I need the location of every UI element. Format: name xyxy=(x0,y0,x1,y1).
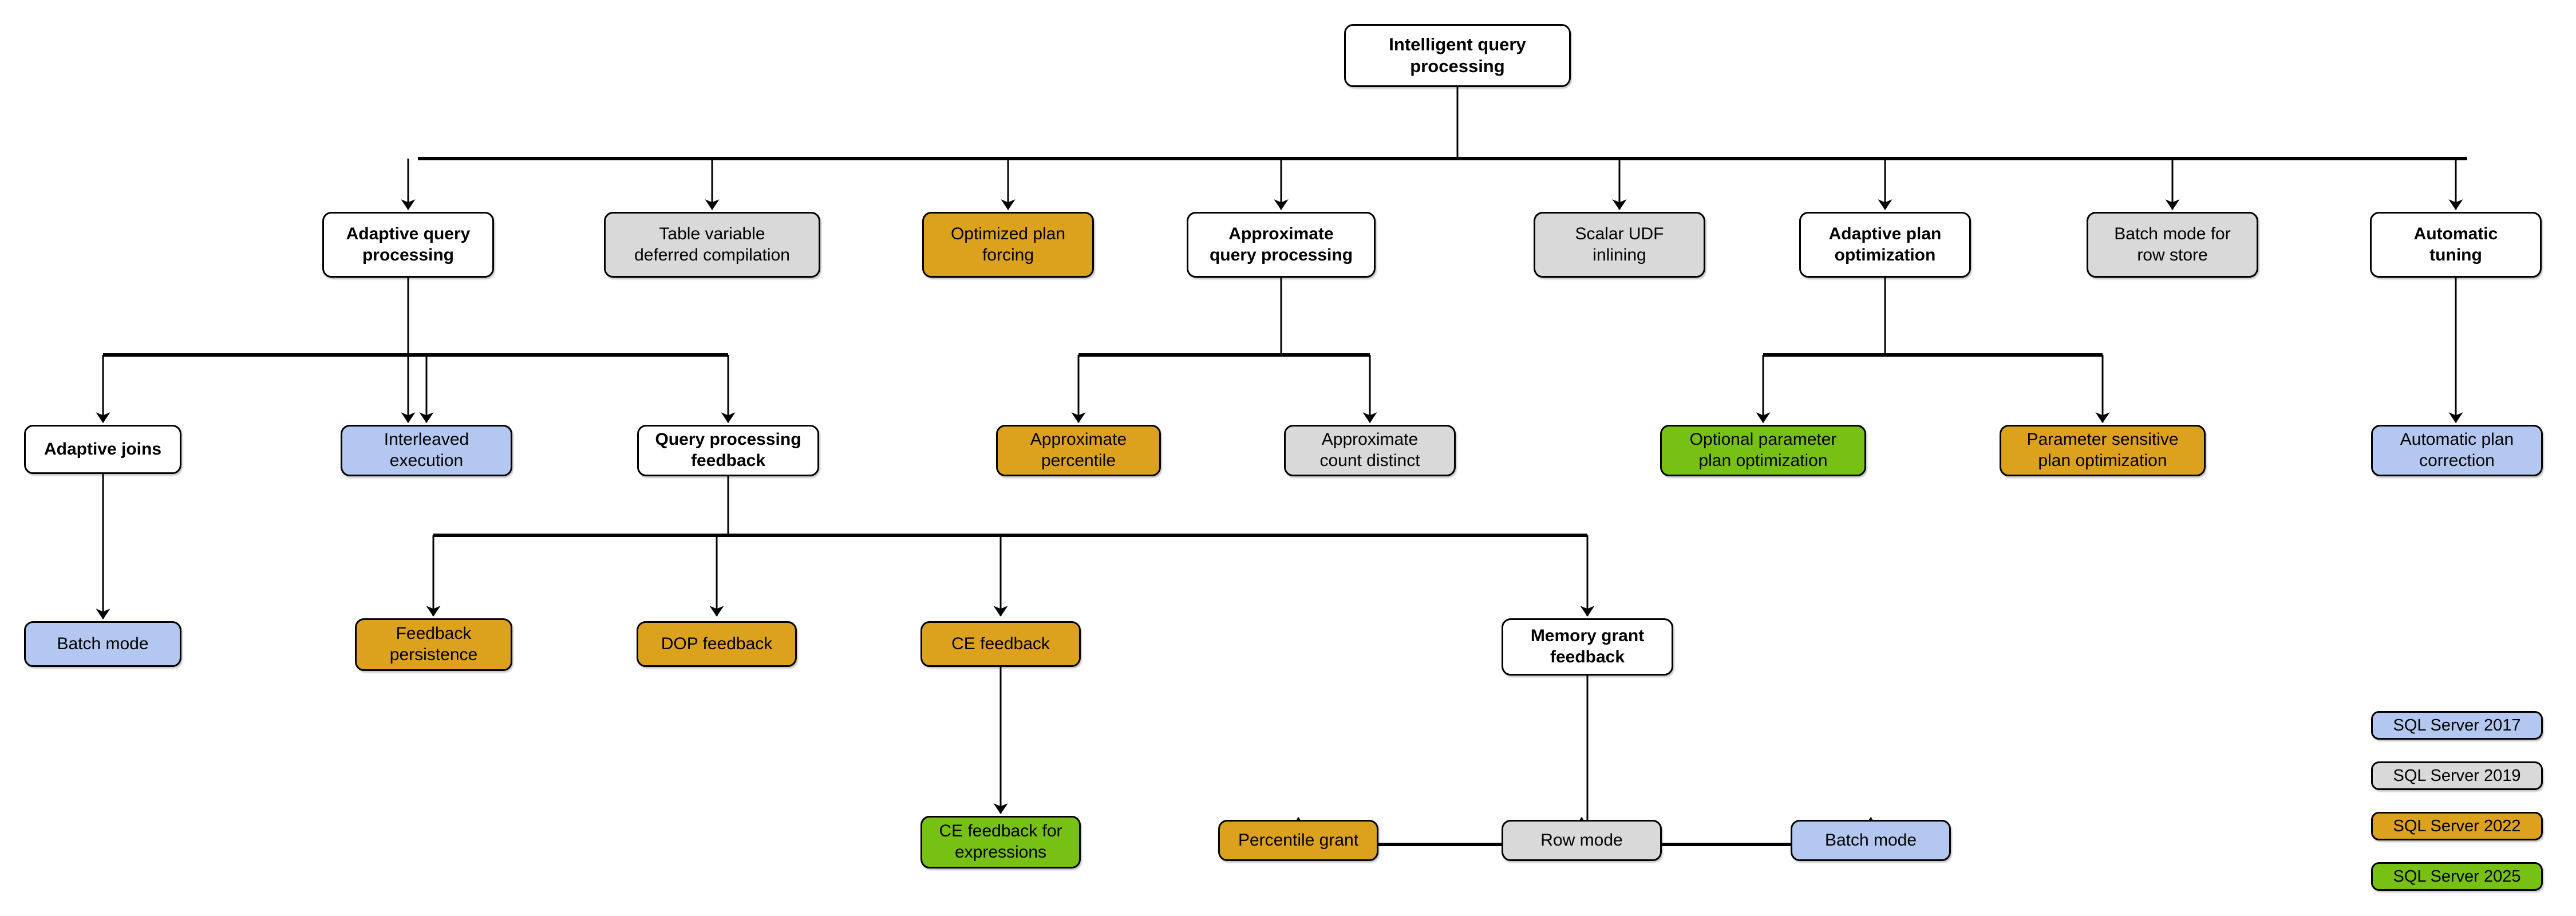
node-apc[interactable]: Automatic plan correction xyxy=(2371,425,2543,476)
node-label: Optimized plan forcing xyxy=(950,224,1066,264)
node-ajoins[interactable]: Adaptive joins xyxy=(24,425,181,474)
node-qpf[interactable]: Query processing feedback xyxy=(637,425,819,476)
node-label: Memory grant feedback xyxy=(1530,626,1645,666)
node-label: CE feedback for expressions xyxy=(939,822,1062,862)
legend-item-label: SQL Server 2017 xyxy=(2393,716,2521,735)
node-label: Row mode xyxy=(1540,830,1623,850)
node-iqp[interactable]: Intelligent query processing xyxy=(1344,24,1571,87)
node-udf[interactable]: Scalar UDF inlining xyxy=(1534,212,1705,278)
node-batchmode2[interactable]: Batch mode xyxy=(1791,820,1951,861)
node-label: Intelligent query processing xyxy=(1389,34,1526,76)
legend-item-2: SQL Server 2022 xyxy=(2371,812,2543,840)
node-label: Batch mode for row store xyxy=(2114,224,2231,264)
node-autotune[interactable]: Automatic tuning xyxy=(2370,212,2542,278)
node-label: Feedback persistence xyxy=(389,624,478,664)
node-batchmode1[interactable]: Batch mode xyxy=(24,621,181,667)
node-bmrs[interactable]: Batch mode for row store xyxy=(2087,212,2258,278)
node-ilexec[interactable]: Interleaved execution xyxy=(341,425,512,476)
node-label: Adaptive plan optimization xyxy=(1828,224,1942,264)
node-rowmode[interactable]: Row mode xyxy=(1502,820,1662,861)
node-apq[interactable]: Approximate query processing xyxy=(1187,212,1376,278)
node-psp[interactable]: Parameter sensitive plan optimization xyxy=(2000,425,2206,476)
node-label: Batch mode xyxy=(1824,830,1917,850)
node-label: Percentile grant xyxy=(1238,830,1359,850)
node-fbpersist[interactable]: Feedback persistence xyxy=(355,618,512,671)
node-label: Table variable deferred compilation xyxy=(634,224,790,264)
node-label: Approximate percentile xyxy=(1030,430,1127,470)
node-label: Adaptive joins xyxy=(44,439,162,459)
legend-item-label: SQL Server 2022 xyxy=(2393,816,2521,835)
node-tvdc[interactable]: Table variable deferred compilation xyxy=(604,212,820,278)
node-cefb[interactable]: CE feedback xyxy=(920,621,1081,667)
legend-item-label: SQL Server 2019 xyxy=(2393,766,2521,785)
node-label: Parameter sensitive plan optimization xyxy=(2026,430,2179,470)
node-label: Approximate count distinct xyxy=(1319,430,1420,470)
node-label: Automatic tuning xyxy=(2413,224,2498,264)
legend-item-3: SQL Server 2025 xyxy=(2371,862,2543,891)
node-approxcd[interactable]: Approximate count distinct xyxy=(1284,425,1456,476)
node-aqp[interactable]: Adaptive query processing xyxy=(322,212,494,278)
node-opf[interactable]: Optimized plan forcing xyxy=(922,212,1094,278)
node-approxpct[interactable]: Approximate percentile xyxy=(996,425,1161,476)
node-dopfb[interactable]: DOP feedback xyxy=(637,621,797,667)
node-label: Interleaved execution xyxy=(384,430,469,470)
legend-item-label: SQL Server 2025 xyxy=(2393,867,2521,886)
node-label: Adaptive query processing xyxy=(346,224,471,264)
node-cefbexpr[interactable]: CE feedback for expressions xyxy=(920,816,1081,868)
node-label: Approximate query processing xyxy=(1209,224,1353,264)
node-label: Optional parameter plan optimization xyxy=(1689,430,1837,470)
legend-item-0: SQL Server 2017 xyxy=(2371,711,2543,740)
node-label: Query processing feedback xyxy=(655,430,801,470)
node-apo[interactable]: Adaptive plan optimization xyxy=(1799,212,1971,278)
node-label: Automatic plan correction xyxy=(2400,430,2514,470)
node-oppo[interactable]: Optional parameter plan optimization xyxy=(1660,425,1866,476)
node-label: CE feedback xyxy=(951,634,1050,653)
node-mgf[interactable]: Memory grant feedback xyxy=(1502,618,1673,676)
node-pctgrant[interactable]: Percentile grant xyxy=(1218,820,1378,861)
node-label: Batch mode xyxy=(57,634,149,653)
node-label: DOP feedback xyxy=(661,634,773,653)
legend-item-1: SQL Server 2019 xyxy=(2371,761,2543,790)
node-label: Scalar UDF inlining xyxy=(1575,224,1664,264)
